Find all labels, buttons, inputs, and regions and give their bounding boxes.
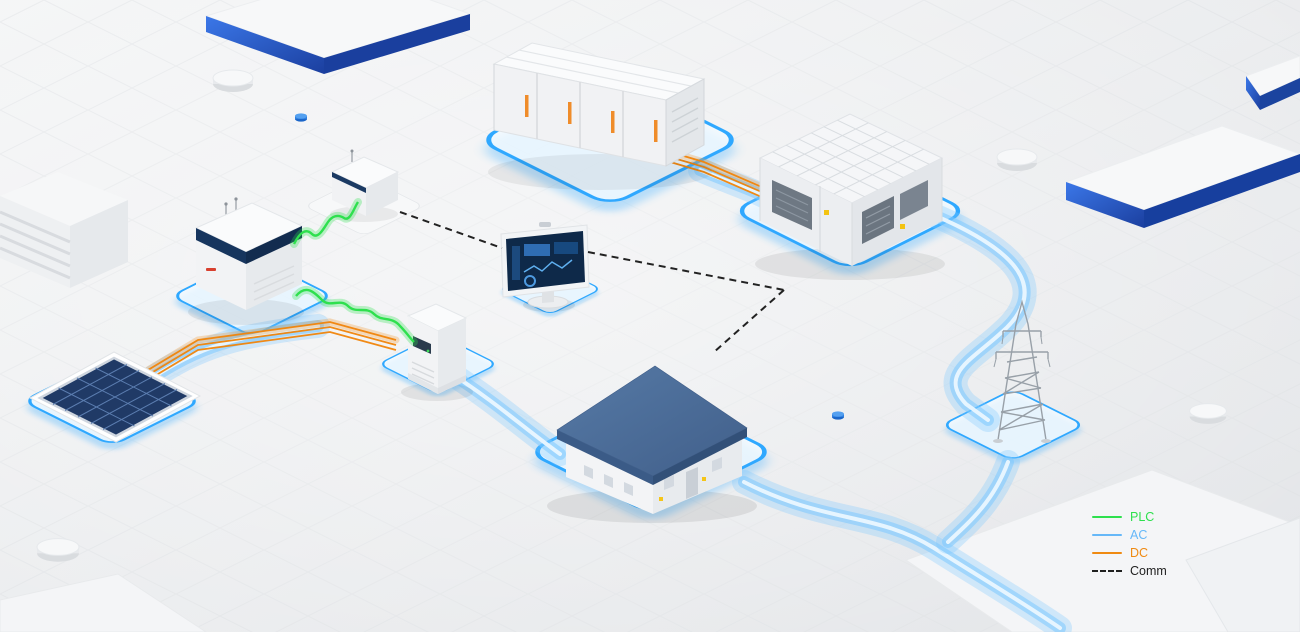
warning-sticker [824,210,829,215]
container-handle [568,102,572,124]
communication-box [330,149,400,222]
container-vent [671,97,699,143]
metering-cabinet [401,303,473,401]
legend-item-ac: AC [1092,528,1167,542]
door [686,467,698,499]
pcs-roof-grille [772,119,930,198]
container-handle [611,111,615,133]
decor-blue-dot [295,113,307,122]
decor-slab-top-right [1064,125,1300,228]
warning-sticker [702,477,706,481]
legend-label: DC [1130,545,1149,560]
inverter-logo [206,268,216,271]
monitor-camera [539,222,551,227]
window [604,474,613,488]
cabinet-display [413,336,431,354]
battery-energy-storage-container [488,42,712,190]
comm-line-swatch [1092,570,1122,572]
legend-item-dc: DC [1092,546,1167,560]
dc-line-swatch [1092,552,1122,554]
plc-line-swatch [1092,516,1122,518]
legend-label: PLC [1130,509,1155,524]
decor-disc [1189,403,1227,425]
warning-sticker [659,497,663,501]
decor-disc [212,69,254,93]
decor-blue-dot [832,411,844,420]
building-load [547,365,757,523]
legend-item-plc: PLC [1092,510,1167,524]
string-inverter [188,197,304,325]
ac-line-swatch [1092,534,1122,536]
decor-disc [36,538,80,563]
container-handle [525,95,529,117]
solar-cell-grid [52,364,178,430]
container-handle [654,120,658,142]
comm-dashed-lines [399,211,785,353]
decor-slab-corner [1245,55,1300,110]
legend: PLC AC DC Comm [1092,510,1167,578]
window [584,465,593,479]
legend-label: Comm [1130,563,1167,578]
decor-disc [996,148,1038,172]
monitoring-workstation [500,222,590,312]
window [664,475,674,490]
legend-label: AC [1130,527,1148,542]
warning-sticker [900,224,905,229]
decor-slab-top [204,0,472,74]
window [712,457,722,472]
window [624,482,633,496]
plc-flow-lines [290,198,418,346]
pcs-vent [900,180,928,220]
legend-item-comm: Comm [1092,564,1167,578]
pcs-transformer-station [755,113,945,280]
solar-array [28,351,202,443]
decor-slab-bottom-left [0,573,207,632]
decor-stepped-block [0,172,128,288]
transmission-tower [993,299,1051,443]
